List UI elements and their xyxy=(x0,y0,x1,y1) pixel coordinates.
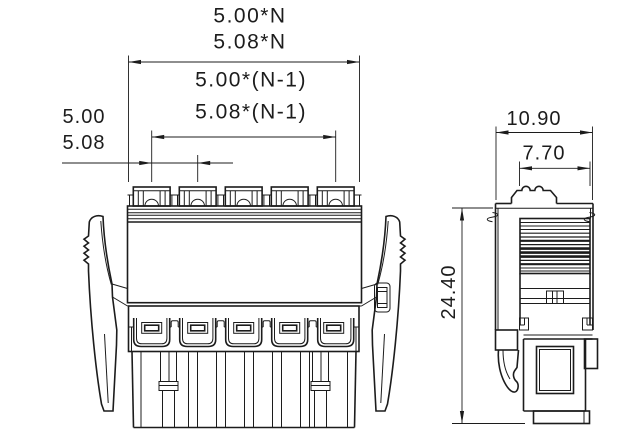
dim-label-pitch-b: 5.08 xyxy=(63,132,106,154)
dim-side-height: 24.40 xyxy=(438,207,525,424)
dim-label-overall-a: 5.00*N xyxy=(213,5,286,28)
side-flange xyxy=(486,203,596,330)
side-foot xyxy=(532,410,591,425)
front-dimensions: 5.00*N 5.08*N 5.00*(N-1) 5.08*(N-1) 5.00… xyxy=(62,5,360,182)
side-top-profile xyxy=(495,185,593,209)
side-body xyxy=(519,273,593,331)
front-view: 5.00*N 5.08*N 5.00*(N-1) 5.08*(N-1) 5.00… xyxy=(62,5,407,429)
front-fins xyxy=(131,351,357,429)
dim-label-pitch-a: 5.00 xyxy=(63,106,106,128)
latch-right xyxy=(361,214,407,412)
side-dimensions: 10.90 7.70 24.40 xyxy=(438,108,593,424)
front-skirt xyxy=(127,305,360,353)
side-stripes xyxy=(519,217,591,275)
dim-side-inner-width: 7.70 xyxy=(519,143,591,186)
dim-label-side-width: 10.90 xyxy=(506,108,561,130)
dim-pitch: 5.00 5.08 xyxy=(62,106,233,182)
latch-release-tab xyxy=(374,282,391,313)
dim-label-span-a: 5.00*(N-1) xyxy=(195,69,307,92)
keying-pin-2 xyxy=(310,351,331,428)
dim-label-side-height: 24.40 xyxy=(438,264,460,319)
side-latch-hook xyxy=(497,349,520,393)
dim-label-span-b: 5.08*(N-1) xyxy=(195,101,307,124)
side-clip xyxy=(546,290,564,304)
dim-label-side-inner-width: 7.70 xyxy=(523,143,566,165)
front-terminal-row xyxy=(127,186,362,207)
dim-side-width: 10.90 xyxy=(495,108,593,200)
dim-overall-width: 5.00*N 5.08*N xyxy=(128,5,360,182)
side-mounts xyxy=(494,329,599,393)
side-view: 10.90 7.70 24.40 xyxy=(438,108,599,425)
front-body xyxy=(126,205,363,307)
latch-left xyxy=(82,214,128,412)
dim-span-width: 5.00*(N-1) 5.08*(N-1) xyxy=(151,69,337,182)
dim-label-overall-b: 5.08*N xyxy=(213,31,286,54)
keying-pin-1 xyxy=(158,351,179,428)
side-lower-body xyxy=(522,334,593,425)
